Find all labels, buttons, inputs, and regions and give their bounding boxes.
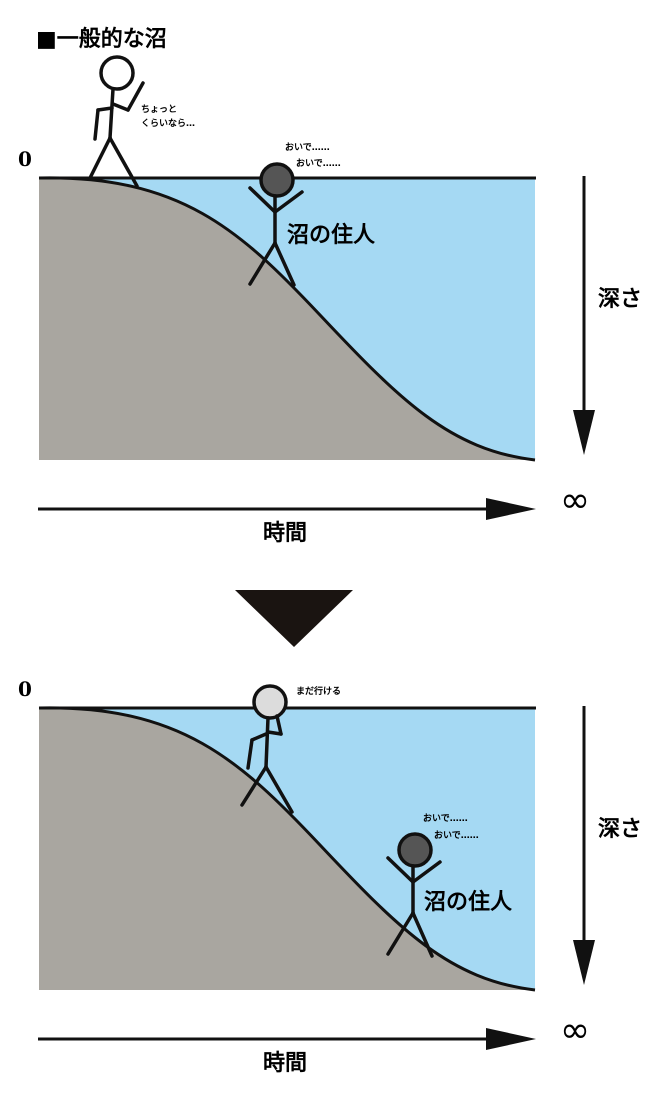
resident-label: 沼の住人 (287, 222, 375, 248)
zero-label: 0 (18, 677, 32, 701)
visitor-figure (88, 55, 145, 188)
resident-speech-line-2: おいで…… (296, 158, 341, 169)
time-axis (38, 1028, 536, 1050)
visitor-figure (240, 684, 294, 814)
infinity-symbol: ∞ (560, 1010, 590, 1051)
resident-speech-line-2: おいで…… (434, 830, 479, 841)
resident-figure (386, 832, 442, 958)
ground-slope (39, 177, 535, 461)
panel-before: 0 深さ 時間 ∞ ちょっと くらいなら… (18, 55, 642, 546)
visitor-speech-line-2: くらいなら… (141, 118, 195, 129)
visitor-speech-line-1: まだ行ける (296, 685, 341, 697)
ground-slope (39, 707, 535, 990)
depth-axis (573, 706, 595, 985)
zero-label: 0 (18, 147, 32, 171)
visitor-speech-line-1: ちょっと (141, 104, 177, 115)
time-label: 時間 (263, 520, 307, 546)
infinity-symbol: ∞ (560, 480, 590, 521)
resident-figure (248, 162, 304, 287)
swamp-bottom-curve (38, 176, 536, 462)
swamp-bottom-curve (38, 706, 536, 992)
depth-label: 深さ (598, 816, 642, 842)
page-title: ■一般的な沼 (36, 26, 167, 52)
depth-label: 深さ (598, 286, 642, 312)
transition-arrow (235, 590, 353, 647)
panel-after: 0 深さ 時間 ∞ まだ行ける (18, 677, 642, 1076)
depth-axis (573, 176, 595, 455)
resident-speech-line-1: おいで…… (423, 813, 468, 824)
resident-label: 沼の住人 (424, 889, 512, 915)
resident-speech-line-1: おいで…… (285, 142, 330, 153)
time-label: 時間 (263, 1050, 307, 1076)
time-axis (38, 498, 536, 520)
